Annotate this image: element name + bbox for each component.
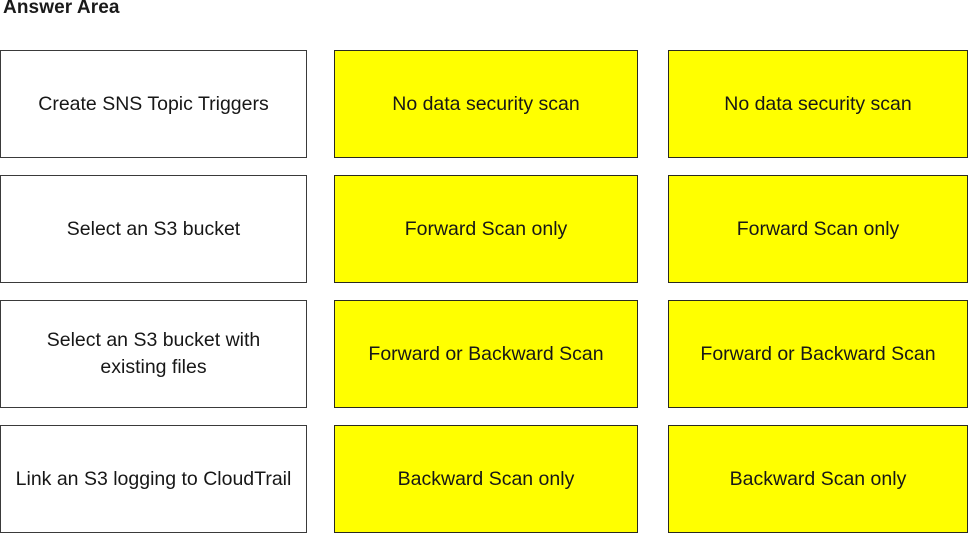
option-a-cell-4[interactable]: Backward Scan only (334, 425, 638, 533)
option-b-cell-3[interactable]: Forward or Backward Scan (668, 300, 968, 408)
prompt-label-1: Create SNS Topic Triggers (38, 92, 269, 115)
prompt-cell-4[interactable]: Link an S3 logging to CloudTrail (0, 425, 307, 533)
option-b-cell-2[interactable]: Forward Scan only (668, 175, 968, 283)
option-b-label-2: Forward Scan only (736, 217, 900, 240)
option-a-label-4: Backward Scan only (397, 467, 575, 490)
page-title: Answer Area (3, 0, 120, 18)
table-row: Link an S3 logging to CloudTrail Backwar… (0, 425, 973, 550)
table-row: Select an S3 bucket Forward Scan only Fo… (0, 175, 973, 300)
option-b-cell-4[interactable]: Backward Scan only (668, 425, 968, 533)
option-b-cell-1[interactable]: No data security scan (668, 50, 968, 158)
option-a-cell-2[interactable]: Forward Scan only (334, 175, 638, 283)
prompt-cell-3[interactable]: Select an S3 bucket with existing files (0, 300, 307, 408)
option-a-cell-1[interactable]: No data security scan (334, 50, 638, 158)
prompt-cell-2[interactable]: Select an S3 bucket (0, 175, 307, 283)
table-row: Create SNS Topic Triggers No data securi… (0, 50, 973, 175)
option-a-label-1: No data security scan (392, 92, 580, 115)
option-a-label-2: Forward Scan only (404, 217, 568, 240)
option-b-label-1: No data security scan (724, 92, 912, 115)
answer-grid: Create SNS Topic Triggers No data securi… (0, 50, 973, 550)
prompt-label-3: Select an S3 bucket with existing files (46, 329, 261, 378)
prompt-label-2: Select an S3 bucket (66, 217, 241, 240)
option-b-label-3: Forward or Backward Scan (700, 342, 936, 365)
prompt-cell-1[interactable]: Create SNS Topic Triggers (0, 50, 307, 158)
option-a-cell-3[interactable]: Forward or Backward Scan (334, 300, 638, 408)
prompt-label-4: Link an S3 logging to CloudTrail (15, 467, 292, 490)
table-row: Select an S3 bucket with existing files … (0, 300, 973, 425)
option-a-label-3: Forward or Backward Scan (368, 342, 604, 365)
option-b-label-4: Backward Scan only (729, 467, 907, 490)
